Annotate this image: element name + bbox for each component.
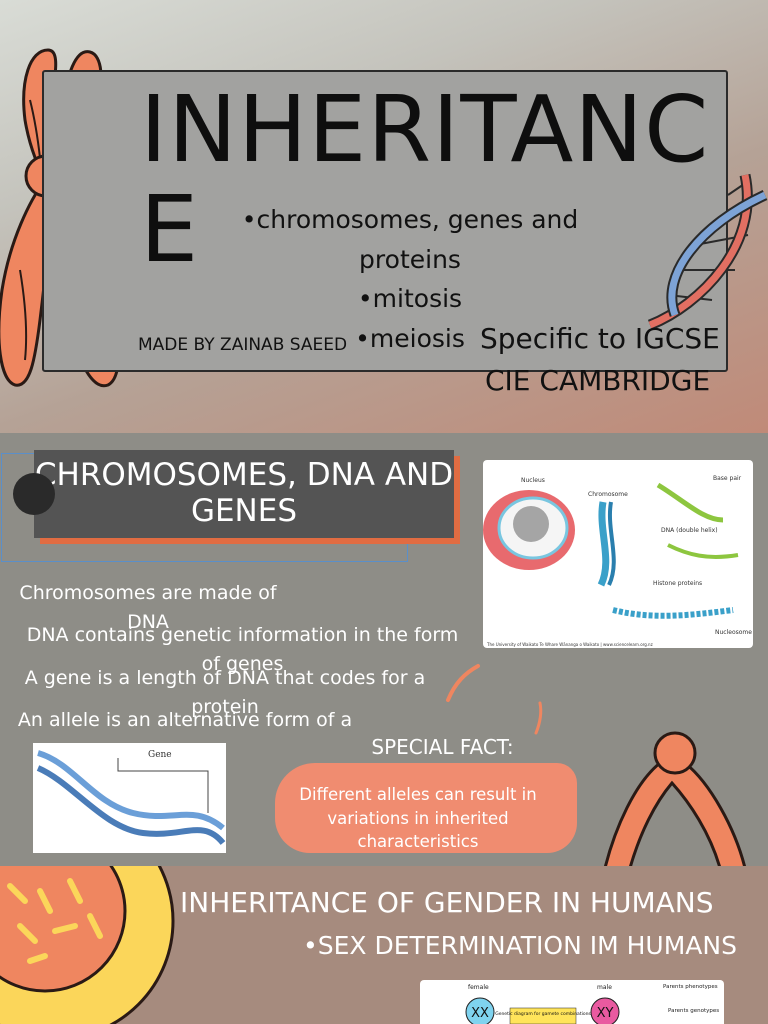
label-dna: DNA (double helix) [661, 527, 718, 534]
bullet-dot [13, 473, 55, 515]
gene-label: Gene [148, 750, 172, 760]
diagram-note: Genetic diagram for gamete combinations [495, 1011, 591, 1017]
topic-list: •chromosomes, genes and proteins •mitosi… [190, 200, 630, 358]
special-fact-title: SPECIAL FACT: [371, 735, 514, 759]
male-label: male [597, 984, 612, 991]
topic-item: •meiosis [355, 323, 465, 353]
chromosome-arch-illustration [603, 731, 747, 866]
parents-phenotypes-label: Parents phenotypes [663, 984, 718, 990]
heading-box [34, 450, 454, 538]
gender-inheritance-slide: INHERITANCE OF GENDER IN HUMANS •SEX DET… [0, 866, 768, 1024]
label-nucleosome: Nucleosome [715, 629, 752, 636]
exam-board-label: CIE CAMBRIDGE [485, 364, 711, 397]
label-histone: Histone proteins [653, 580, 702, 587]
point-dna: DNA contains genetic information in the … [26, 624, 459, 675]
chromosomes-slide: CHROMOSOMES, DNA AND GENES Chromosomes a… [0, 433, 768, 866]
topic-item: •chromosomes, genes and proteins [241, 205, 579, 274]
point-gene: A gene is a length of DNA that codes for… [24, 667, 426, 718]
main-title: INHERITANCE [140, 76, 710, 283]
dna-helix-illustration [647, 173, 768, 331]
dna-gene-image: Gene [33, 743, 226, 853]
author-credit: MADE BY ZAINAB SAEED [138, 335, 348, 355]
title-slide: INHERITANCE •chromosomes, genes and prot… [0, 0, 768, 433]
female-label: female [468, 984, 489, 991]
slide-title: INHERITANCE OF GENDER IN HUMANS [180, 886, 714, 919]
title-box [42, 70, 728, 372]
image-credit: The University of Waikato Te Whare Wānan… [486, 642, 653, 647]
fact-background [275, 763, 577, 853]
brush-mark-decoration [446, 664, 543, 735]
topic-item: •mitosis [357, 284, 463, 313]
parents-genotypes-label: Parents genotypes [668, 1008, 719, 1014]
xy-genotype: XY [597, 1006, 614, 1021]
slide-heading: CHROMOSOMES, DNA AND GENES [34, 457, 454, 529]
sex-determination-diagram: female male Parents phenotypes Parents g… [420, 980, 724, 1024]
slide-subtitle: •SEX DETERMINATION IM HUMANS [303, 931, 737, 960]
label-chromosome: Chromosome [588, 491, 628, 498]
xx-genotype: XX [471, 1006, 489, 1021]
label-nucleus: Nucleus [521, 477, 545, 484]
label-base-pair: Base pair [713, 475, 742, 482]
cell-illustration [0, 866, 175, 1024]
cell-dna-diagram: Nucleus Chromosome Base pair DNA (double… [483, 460, 753, 648]
special-fact-text: Different alleles can result in variatio… [299, 785, 537, 851]
specific-to-label: Specific to IGCSE [480, 322, 720, 355]
point-chromosomes: Chromosomes are made of DNA [19, 582, 277, 633]
